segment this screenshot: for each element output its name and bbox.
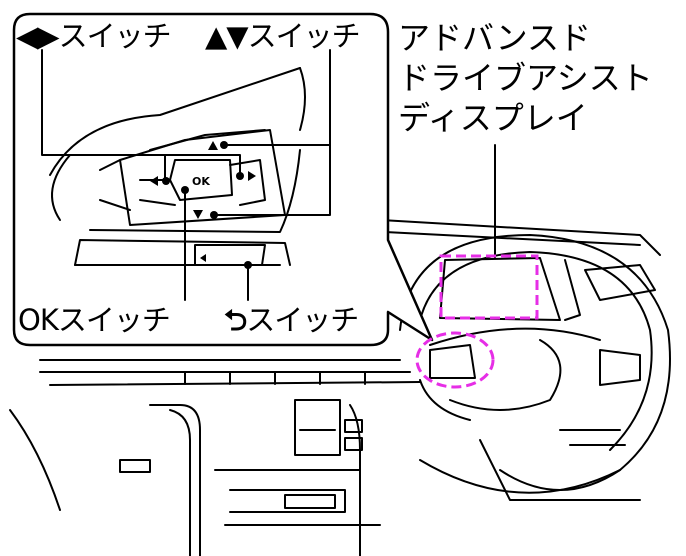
ok-switch-label: OKスイッチ	[18, 303, 171, 337]
return-switch-label: ⮌スイッチ	[224, 303, 359, 337]
display-label-line2: ドライブアシスト	[398, 59, 653, 97]
display-highlight	[439, 254, 539, 320]
ud-switch-label: ▲▼スイッチ	[205, 19, 361, 53]
leader-lines	[41, 49, 496, 301]
switch-highlight	[415, 331, 495, 389]
return-arrow-icon: ⮌	[224, 303, 247, 337]
ok-button-text: OK	[192, 175, 210, 188]
return-switch-text: スイッチ	[246, 303, 359, 337]
dashboard	[9, 219, 661, 556]
lr-switch-label: ◀▶スイッチ	[16, 19, 172, 53]
display-label-line1: アドバンスド	[398, 19, 591, 57]
callout-bubble	[12, 12, 434, 347]
steering-wheel	[399, 234, 671, 494]
display-label-line3: ディスプレイ	[398, 99, 588, 137]
